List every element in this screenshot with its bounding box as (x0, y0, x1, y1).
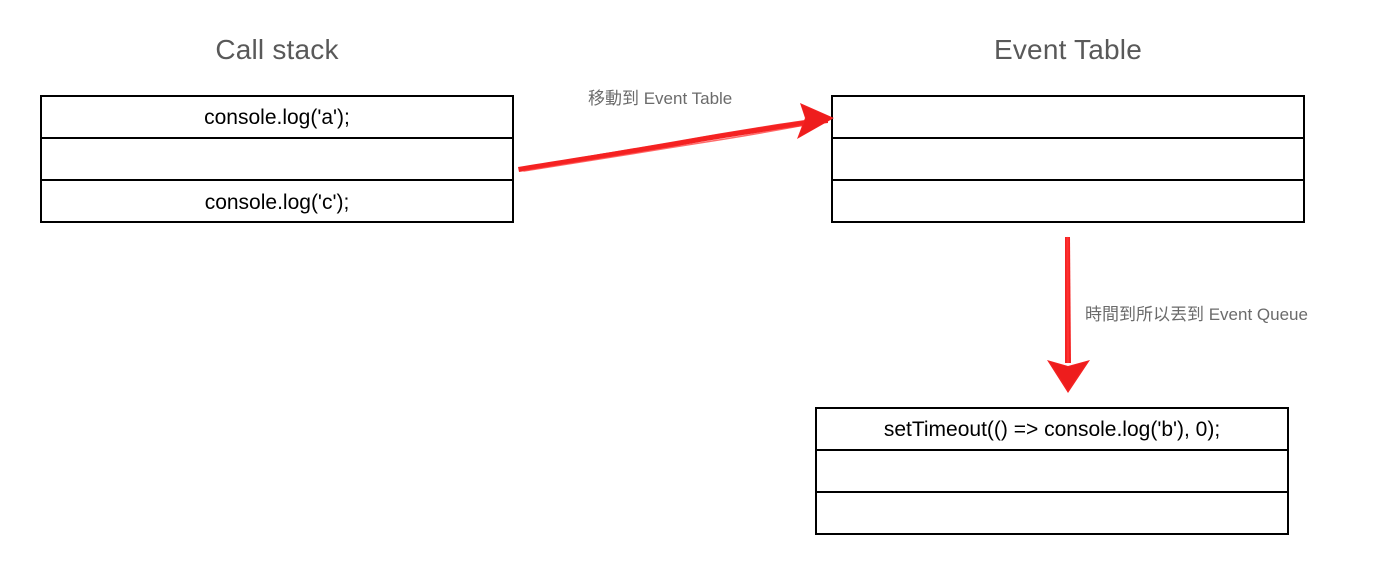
event-table-box (831, 95, 1305, 223)
event-queue-row: setTimeout(() => console.log('b'), 0); (817, 409, 1287, 451)
event-table-row (833, 97, 1303, 139)
event-queue-row-label: setTimeout(() => console.log('b'), 0); (883, 417, 1221, 441)
move-to-event-table-label: 移動到 Event Table (588, 89, 733, 108)
event-queue-box: setTimeout(() => console.log('b'), 0); (815, 407, 1289, 535)
event-table-title: Event Table (993, 34, 1142, 65)
call-stack-row-label: console.log('a'); (204, 105, 350, 129)
event-queue-row (817, 493, 1287, 535)
vertical-arrow-icon (1047, 236, 1090, 393)
call-stack-row: console.log('a'); (42, 97, 512, 139)
call-stack-row-label: console.log('c'); (204, 190, 350, 214)
call-stack-row (42, 139, 512, 181)
call-stack-title: Call stack (215, 34, 339, 65)
diagonal-arrow-icon (518, 103, 834, 172)
timeout-to-event-queue-label: 時間到所以丟到 Event Queue (1085, 305, 1308, 324)
call-stack-row: console.log('c'); (42, 181, 512, 223)
call-stack-box: console.log('a'); console.log('c'); (40, 95, 514, 223)
event-queue-row (817, 451, 1287, 493)
event-table-row (833, 139, 1303, 181)
event-table-row (833, 181, 1303, 223)
